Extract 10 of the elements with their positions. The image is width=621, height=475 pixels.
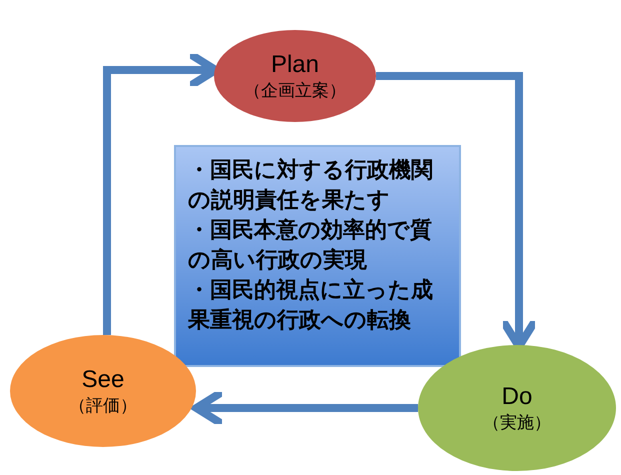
stage-subtitle: （企画立案） — [244, 80, 346, 102]
bullet-text: ・国民的視点に立った成果重視の行政への転換 — [188, 276, 434, 334]
bullet-text: ・国民本意の効率的で質の高い行政の実現 — [188, 216, 433, 274]
stage-title: Plan — [270, 50, 320, 80]
stage-title: Do — [502, 382, 532, 412]
bullet-text: ・国民に対する行政機関の説明責任を果たす — [188, 156, 434, 214]
stage-title: See — [82, 365, 124, 396]
stage-subtitle: （評価） — [69, 395, 137, 417]
goal-panel — [174, 145, 461, 367]
stage-subtitle: （実施） — [483, 412, 551, 434]
